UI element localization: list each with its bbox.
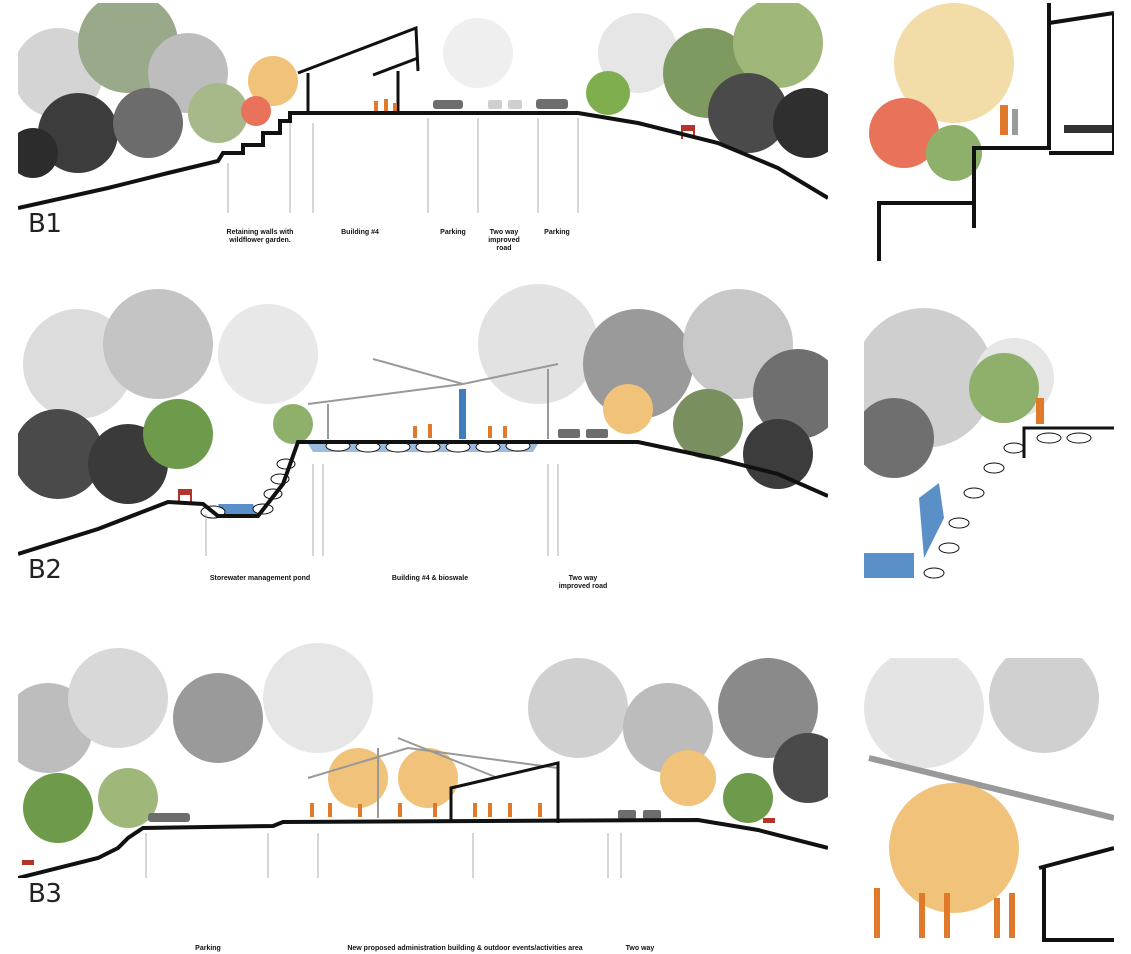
ground-profile [18, 817, 828, 878]
cars [433, 99, 568, 109]
b2-annotation-road: Two way improved road [558, 575, 608, 590]
b1-annotation-building: Building #4 [341, 229, 379, 236]
b2-annotation-bioswale: Building #4 & bioswale [391, 575, 469, 582]
building-frame [307, 737, 559, 818]
admin-building [449, 761, 560, 823]
annotation-lines [145, 833, 622, 878]
deer [22, 818, 775, 865]
cars [558, 429, 608, 438]
building-4-frame [307, 358, 559, 439]
b3-annotation-road: Two way [625, 945, 655, 952]
background-trees [18, 3, 828, 178]
b2-detail-drawing [864, 308, 1114, 579]
section-b2-label: B2 [28, 555, 62, 585]
ground-profile [18, 440, 828, 556]
section-b3-detail [864, 658, 1114, 943]
pond-water [218, 504, 258, 516]
annotation-lines [205, 464, 559, 556]
section-b3-label: B3 [28, 879, 62, 909]
b1-annotation-retaining: Retaining walls with wildflower garden. [226, 229, 294, 244]
b1-annotation-parking-2: Parking [544, 229, 570, 236]
b3-detail-drawing [864, 658, 1114, 942]
section-b1-panel [18, 3, 828, 213]
cars [148, 810, 661, 822]
building-4 [297, 25, 420, 115]
b2-annotation-pond: Storewater management pond [209, 575, 311, 582]
b3-annotation-admin: New proposed administration building & o… [347, 945, 583, 952]
background-trees [18, 643, 828, 843]
b3-annotation-parking: Parking [195, 945, 221, 952]
section-b3-panel [18, 638, 828, 878]
b1-annotation-road: Two way improved road [488, 229, 520, 252]
section-b2-panel [18, 284, 828, 556]
annotation-lines [227, 118, 579, 213]
rocks [200, 440, 531, 519]
b1-detail-drawing [869, 3, 1114, 261]
people [374, 99, 397, 113]
people [310, 803, 542, 817]
section-b2-detail [864, 288, 1114, 595]
people [413, 424, 507, 438]
ground-profile [18, 111, 828, 210]
feature-trees [241, 56, 298, 126]
section-b1-detail [864, 3, 1114, 263]
b1-annotation-parking-1: Parking [440, 229, 466, 236]
section-b2-drawing [18, 284, 828, 556]
section-b3-drawing [18, 643, 828, 878]
section-b1-drawing [18, 3, 828, 213]
section-b1-label: B1 [28, 209, 62, 239]
background-trees [18, 284, 828, 504]
deer [178, 489, 192, 503]
downspout [459, 389, 466, 439]
